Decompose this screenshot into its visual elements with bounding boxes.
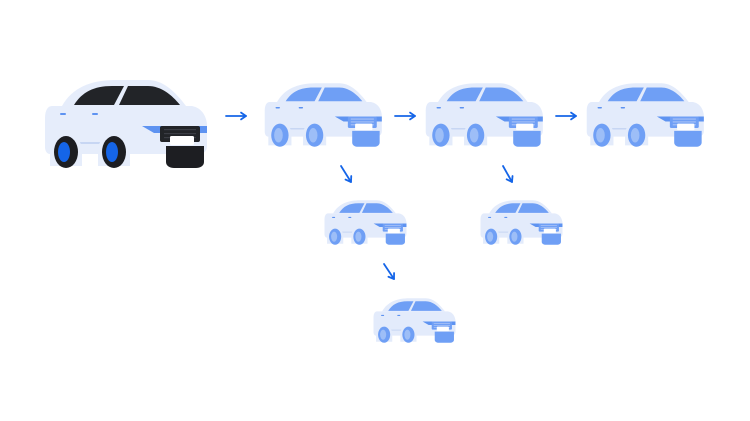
- car-front-window: [410, 301, 442, 311]
- wheel-hub: [380, 329, 387, 340]
- grille-line: [540, 225, 557, 226]
- arrow-copy-1-to-copy-2: [394, 111, 416, 121]
- license-plate: [543, 228, 556, 234]
- arrow-copy-2-to-copy-2a: [502, 165, 514, 183]
- front-bumper: [541, 233, 561, 245]
- car-rear-window: [446, 87, 483, 102]
- license-plate: [677, 123, 695, 131]
- car-body: [373, 311, 456, 336]
- door-handle: [459, 107, 465, 109]
- car-front-window: [119, 86, 180, 105]
- door-handle: [436, 107, 441, 109]
- wheel-hub: [274, 128, 283, 143]
- front-bumper: [166, 146, 204, 168]
- copy-car-1a-1: [373, 298, 456, 343]
- grille-line: [164, 129, 196, 131]
- wheel-hub: [404, 329, 411, 340]
- door-handle: [597, 107, 602, 109]
- car-rear-window: [607, 87, 644, 102]
- original-car: [45, 80, 207, 168]
- door-handle: [348, 216, 352, 218]
- front-bumper: [434, 331, 454, 343]
- wheel-hub: [469, 128, 479, 143]
- grille-line: [672, 118, 696, 120]
- grille-line: [433, 323, 450, 324]
- car-rear-window: [285, 87, 322, 102]
- wheel-hub: [331, 231, 338, 242]
- arrow-copy-1a-to-copy-1a-1: [383, 263, 395, 280]
- grille-line: [433, 325, 450, 326]
- license-plate: [355, 123, 373, 131]
- copy-car-1: [264, 83, 382, 147]
- wheel-hub: [435, 128, 444, 143]
- grille-line: [384, 227, 401, 228]
- door-handle: [92, 113, 98, 115]
- door-handle: [275, 107, 280, 109]
- door-handle: [381, 314, 385, 316]
- grille-line: [350, 118, 374, 120]
- license-plate: [170, 136, 194, 145]
- license-plate: [436, 326, 449, 332]
- copy-car-1a: [324, 200, 407, 245]
- wheel-hub: [630, 128, 640, 143]
- copy-car-3: [586, 83, 704, 147]
- car-body: [480, 213, 563, 238]
- door-handle: [504, 216, 508, 218]
- wheel-hub: [511, 231, 518, 242]
- car-rear-window: [495, 203, 521, 213]
- car-front-window: [517, 203, 549, 213]
- car-front-window: [361, 203, 393, 213]
- car-front-window: [479, 87, 524, 102]
- grille-line: [540, 227, 557, 228]
- grille-line: [384, 225, 401, 226]
- car-front-window: [318, 87, 363, 102]
- front-bumper: [385, 233, 405, 245]
- door-handle: [397, 314, 401, 316]
- front-bumper: [352, 130, 380, 147]
- copy-car-2a: [480, 200, 563, 245]
- car-front-window: [640, 87, 685, 102]
- arrow-copy-2-to-copy-3: [555, 111, 577, 121]
- arrow-original-to-copy-1: [225, 111, 247, 121]
- copy-car-2: [425, 83, 543, 147]
- car-rear-window: [388, 301, 414, 311]
- wheel-hub: [355, 231, 362, 242]
- wheel-hub: [308, 128, 318, 143]
- door-handle: [620, 107, 626, 109]
- grille-line: [672, 121, 696, 123]
- wheel-hub: [596, 128, 605, 143]
- license-plate: [516, 123, 534, 131]
- grille-line: [511, 118, 535, 120]
- car-rear-window: [74, 86, 124, 105]
- license-plate: [387, 228, 400, 234]
- wheel-hub: [106, 142, 118, 162]
- door-handle: [332, 216, 336, 218]
- grille-line: [350, 121, 374, 123]
- door-handle: [60, 113, 66, 115]
- door-handle: [488, 216, 492, 218]
- front-bumper: [674, 130, 702, 147]
- wheel-hub: [487, 231, 494, 242]
- grille-line: [164, 133, 196, 135]
- car-rear-window: [339, 203, 365, 213]
- wheel-hub: [58, 142, 70, 162]
- front-bumper: [513, 130, 541, 147]
- car-body: [324, 213, 407, 238]
- grille-line: [511, 121, 535, 123]
- door-handle: [298, 107, 304, 109]
- arrow-copy-1-to-copy-1a: [340, 165, 353, 183]
